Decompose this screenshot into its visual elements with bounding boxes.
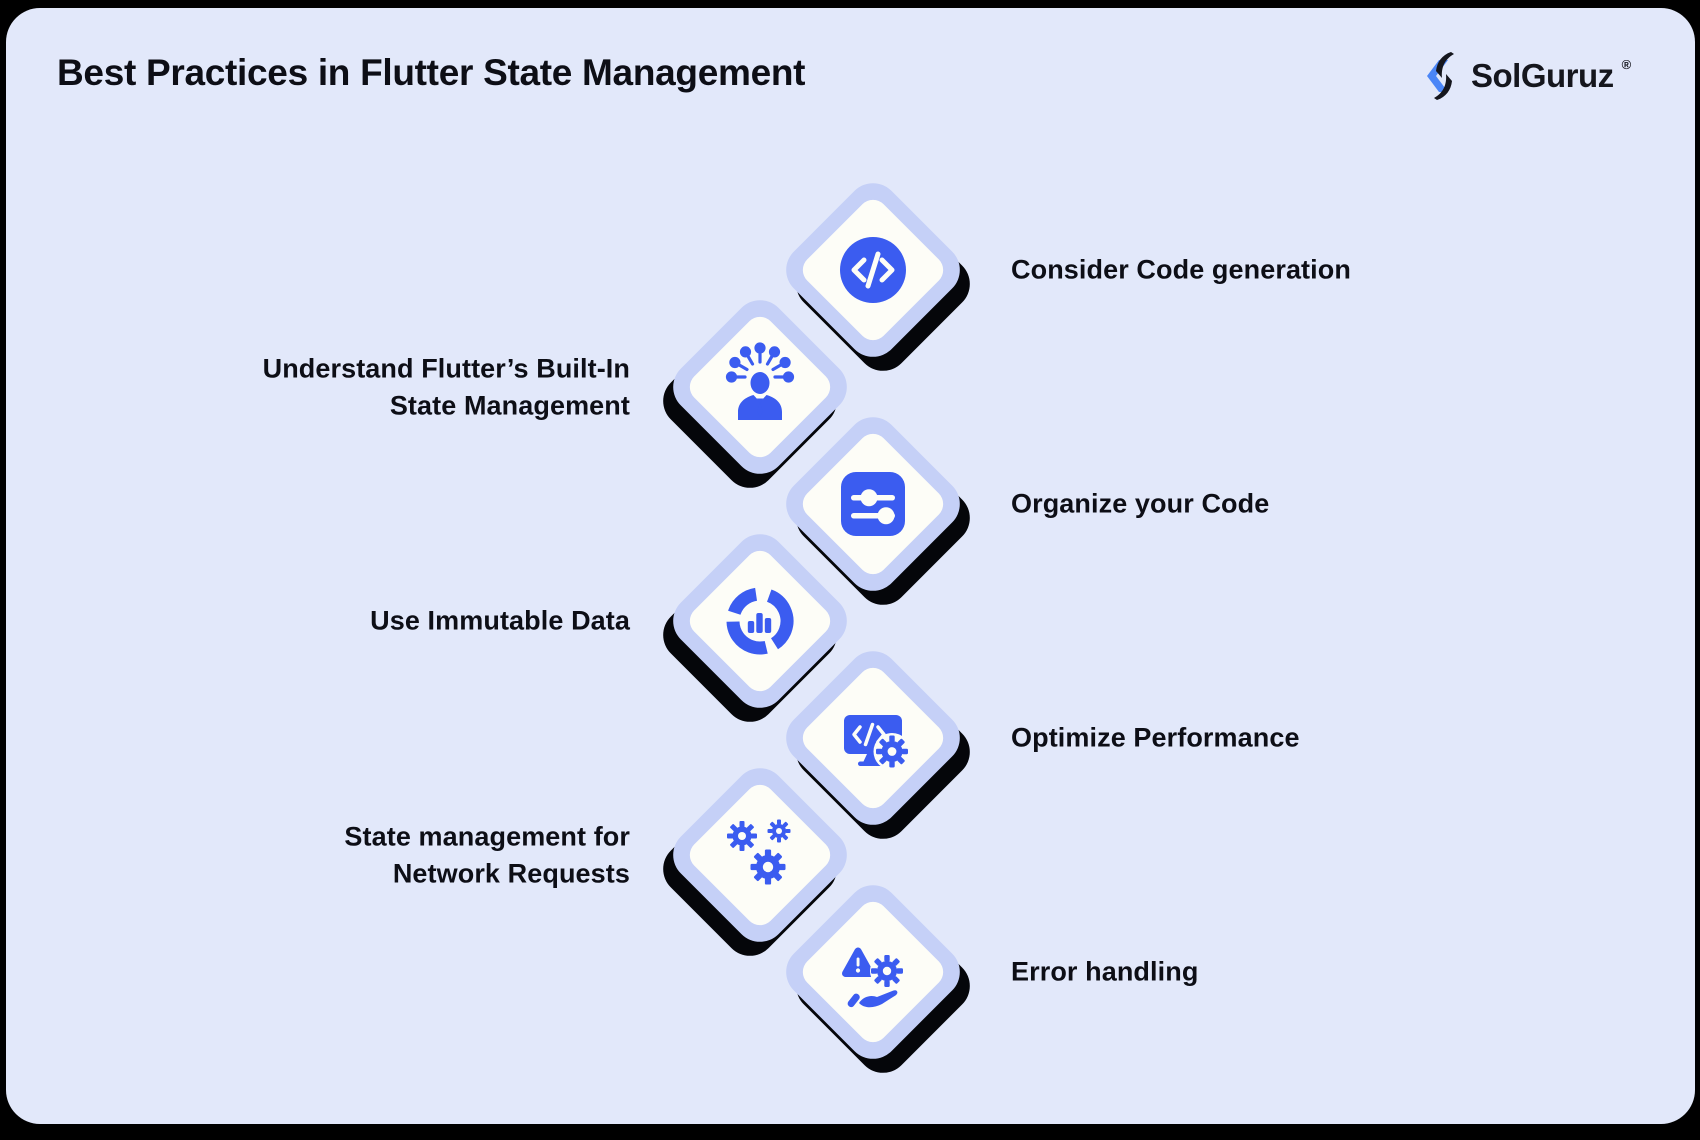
practice-item-optimize-performance: Optimize Performance [775,640,1299,850]
diamond-tile [662,523,858,719]
diamond-inner [683,544,837,698]
practice-label: Error handling [1011,956,1199,987]
brand-name: SolGuruz [1471,57,1614,94]
practice-label: Understand Flutter’s Built-In State Mana… [262,353,630,420]
practice-label: Optimize Performance [1011,722,1300,753]
gears-icon [706,801,814,909]
practice-item-error-handling: Error handling [775,874,1198,1084]
person-ideas-icon [706,333,814,441]
practice-label: Use Immutable Data [370,605,630,636]
solguruz-bolt-icon [1427,52,1454,100]
diamond-tile [775,406,971,602]
practice-label: Consider Code generation [1011,254,1351,285]
diamond-tile [775,640,971,836]
error-handling-icon [819,918,927,1026]
diamond-tile [662,757,858,953]
diamond-tile [775,874,971,1070]
practice-label: Organize your Code [1011,488,1270,519]
diamond-inner [796,193,950,347]
brand-logo: SolGuruz ® [1424,48,1632,104]
practice-item-builtin-state: Understand Flutter’s Built-In State Mana… [263,289,858,499]
diamond-inner [683,778,837,932]
diamond-tile [775,172,971,368]
practice-item-code-generation: Consider Code generation [775,172,1351,382]
donut-chart-icon [706,567,814,675]
practice-item-immutable-data: Use Immutable Data [370,523,858,733]
diamond-inner [796,427,950,581]
diamond-tile [662,289,858,485]
practice-item-organize-code: Organize your Code [775,406,1269,616]
practice-label: State management for Network Requests [344,821,630,888]
diamond-inner [796,661,950,815]
page-title: Best Practices in Flutter State Manageme… [57,52,806,93]
diamond-inner [796,895,950,1049]
monitor-code-gear-icon [819,684,927,792]
registered-mark: ® [1621,56,1632,72]
code-icon [819,216,927,324]
diamond-inner [683,310,837,464]
sliders-icon [819,450,927,558]
practice-item-network-requests: State management for Network Requests [344,757,858,967]
